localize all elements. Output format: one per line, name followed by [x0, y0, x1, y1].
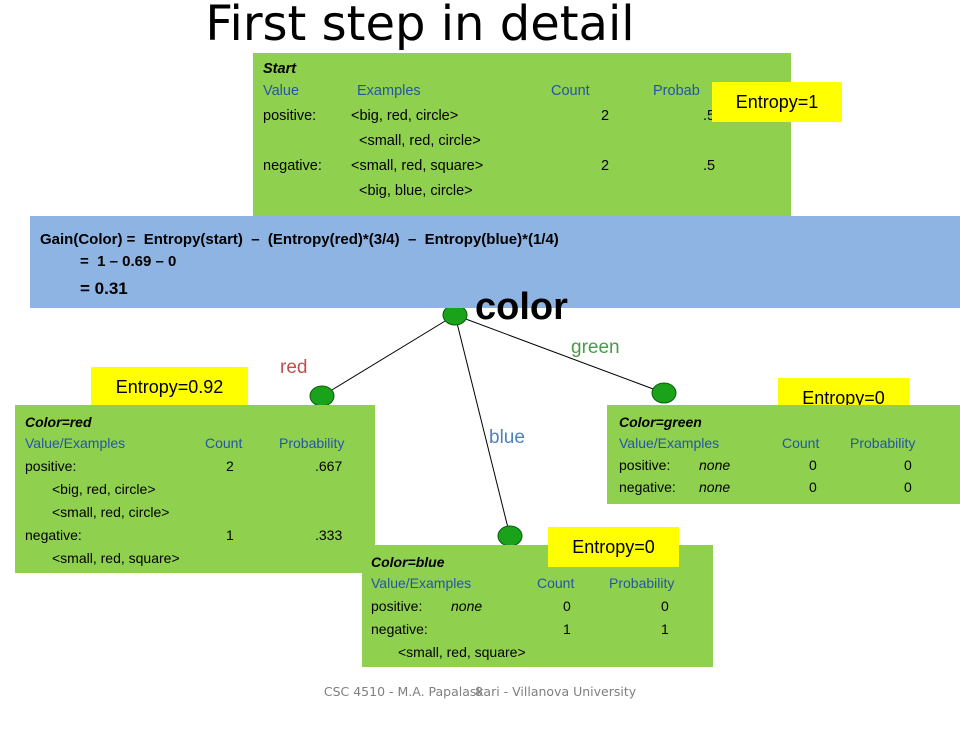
start-heading: Start: [263, 61, 297, 77]
green-row-prob: 0: [904, 457, 912, 473]
blue-row-prob: 1: [661, 621, 669, 637]
red-node: [309, 385, 335, 407]
root-node: [442, 304, 468, 326]
red-box: Color=red Value/Examples Count Probabili…: [15, 405, 375, 573]
blue-row-label: negative:: [371, 621, 428, 637]
blue-row-count: 1: [563, 621, 571, 637]
gain-line-3: = 0.31: [80, 279, 128, 298]
start-header-examples: Examples: [357, 83, 421, 99]
red-row: <big, red, circle>: [25, 478, 375, 501]
edge-blue: [454, 314, 511, 537]
green-box: Color=green Value/Examples Count Probabi…: [607, 405, 960, 504]
blue-header-value: Value/Examples: [371, 575, 472, 591]
green-header-probability: Probability: [850, 435, 916, 451]
entropy-red-badge: Entropy=0.92: [91, 367, 248, 407]
green-row-label: negative:: [619, 479, 676, 495]
red-heading: Color=red: [25, 414, 92, 430]
green-row: positive: none 0 0: [619, 454, 960, 476]
blue-row: positive: none 0 0: [371, 595, 713, 618]
start-row-value: negative:: [263, 158, 322, 174]
edge-label-green: green: [571, 337, 620, 358]
red-row-value: positive:: [25, 458, 77, 474]
blue-heading: Color=blue: [371, 554, 445, 570]
green-header-value: Value/Examples: [619, 435, 720, 451]
start-row-value: positive:: [263, 108, 317, 124]
red-row-value: <big, red, circle>: [52, 481, 156, 497]
start-row: <big, blue, circle>: [263, 179, 791, 204]
green-row-example: none: [699, 457, 731, 473]
edge-green: [454, 314, 665, 394]
green-row-count: 0: [809, 457, 817, 473]
slide-title: First step in detail: [205, 0, 635, 52]
start-row: negative: <small, red, square> 2 .5: [263, 154, 791, 179]
red-header-probability: Probability: [279, 435, 345, 451]
green-node: [651, 382, 677, 404]
green-header-count: Count: [782, 435, 820, 451]
blue-row-prob: 0: [661, 598, 669, 614]
start-row-example: <small, red, circle>: [359, 133, 481, 149]
red-row-prob: .667: [315, 458, 343, 474]
blue-row: negative: 1 1: [371, 618, 713, 641]
start-row: positive: <big, red, circle> 2 .5: [263, 104, 791, 129]
green-header-row: Value/Examples Count Probability: [619, 432, 960, 454]
red-header-count: Count: [205, 435, 243, 451]
start-row-example: <small, red, square>: [351, 158, 484, 174]
red-row-value: negative:: [25, 527, 82, 543]
green-row-label: positive:: [619, 457, 671, 473]
blue-node: [497, 525, 523, 547]
start-row-count: 2: [601, 108, 610, 124]
start-row-count: 2: [601, 158, 610, 174]
blue-row-count: 0: [563, 598, 571, 614]
edge-label-blue: blue: [489, 427, 525, 448]
blue-row-example: none: [451, 598, 483, 614]
green-row: negative: none 0 0: [619, 476, 960, 498]
red-row-value: <small, red, circle>: [52, 504, 170, 520]
edge-red: [321, 314, 456, 397]
green-row-count: 0: [809, 479, 817, 495]
gain-line-1: Gain(Color) = Entropy(start) – (Entropy(…: [40, 231, 559, 248]
green-row-example: none: [699, 479, 731, 495]
start-row-example: <big, blue, circle>: [359, 183, 473, 199]
red-row-prob: .333: [315, 527, 343, 543]
red-row-value: <small, red, square>: [52, 550, 180, 566]
red-row: negative: 1 .333: [25, 524, 375, 547]
red-header-value: Value/Examples: [25, 435, 126, 451]
start-header-probability: Probab: [653, 83, 700, 99]
entropy-blue-badge: Entropy=0: [548, 527, 679, 567]
start-row: <small, red, circle>: [263, 129, 791, 154]
entropy-start-badge: Entropy=1: [712, 82, 842, 122]
start-row-example: <big, red, circle>: [351, 108, 459, 124]
root-label: color: [475, 286, 568, 328]
gain-box: Gain(Color) = Entropy(start) – (Entropy(…: [30, 216, 960, 308]
red-row-count: 1: [226, 527, 234, 543]
start-header-count: Count: [551, 83, 590, 99]
footer-text: CSC 4510 - M.A. Papalaskari - Villanova …: [323, 684, 637, 699]
start-header-value: Value: [263, 83, 300, 99]
blue-header-probability: Probability: [609, 575, 675, 591]
red-row: <small, red, circle>: [25, 501, 375, 524]
red-row: <small, red, square>: [25, 547, 375, 570]
blue-header-count: Count: [537, 575, 575, 591]
start-box: Start Value Examples Count Probab positi…: [253, 53, 791, 218]
blue-row-label: positive:: [371, 598, 423, 614]
green-heading: Color=green: [619, 414, 702, 430]
blue-row: <small, red, square>: [371, 641, 713, 664]
red-row: positive: 2 .667: [25, 455, 375, 478]
start-row-prob: .5: [703, 158, 716, 174]
start-header-row: Value Examples Count Probab: [263, 79, 791, 104]
gain-line-2: = 1 – 0.69 – 0: [80, 253, 177, 270]
blue-header-row: Value/Examples Count Probability: [371, 572, 713, 595]
blue-row-label: <small, red, square>: [398, 644, 526, 660]
red-header-row: Value/Examples Count Probability: [25, 432, 375, 455]
red-row-count: 2: [226, 458, 234, 474]
green-row-prob: 0: [904, 479, 912, 495]
edge-label-red: red: [280, 357, 308, 378]
slide-number: 8: [475, 684, 483, 699]
